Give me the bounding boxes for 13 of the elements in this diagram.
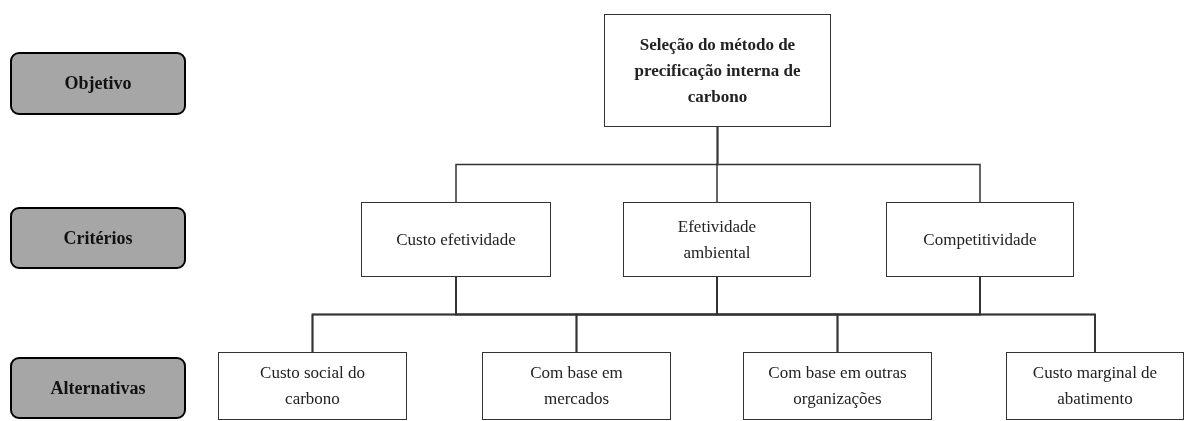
level-label: Critérios (10, 207, 186, 269)
hierarchy-box: Efetividade ambiental (623, 202, 811, 277)
level-label: Alternativas (10, 357, 186, 419)
hierarchy-box: Com base em outras organizações (743, 352, 932, 420)
hierarchy-box: Custo efetividade (361, 202, 551, 277)
connector-line (979, 276, 1096, 353)
hierarchy-box: Com base em mercados (482, 352, 671, 420)
connector-line (716, 126, 981, 203)
hierarchy-box: Custo social do carbono (218, 352, 407, 420)
goal-box: Seleção do método de precificação interna de carbono (604, 14, 831, 127)
hierarchy-box: Custo marginal de abatimento (1006, 352, 1184, 420)
hierarchy-box: Competitividade (886, 202, 1074, 277)
level-label: Objetivo (10, 52, 186, 115)
